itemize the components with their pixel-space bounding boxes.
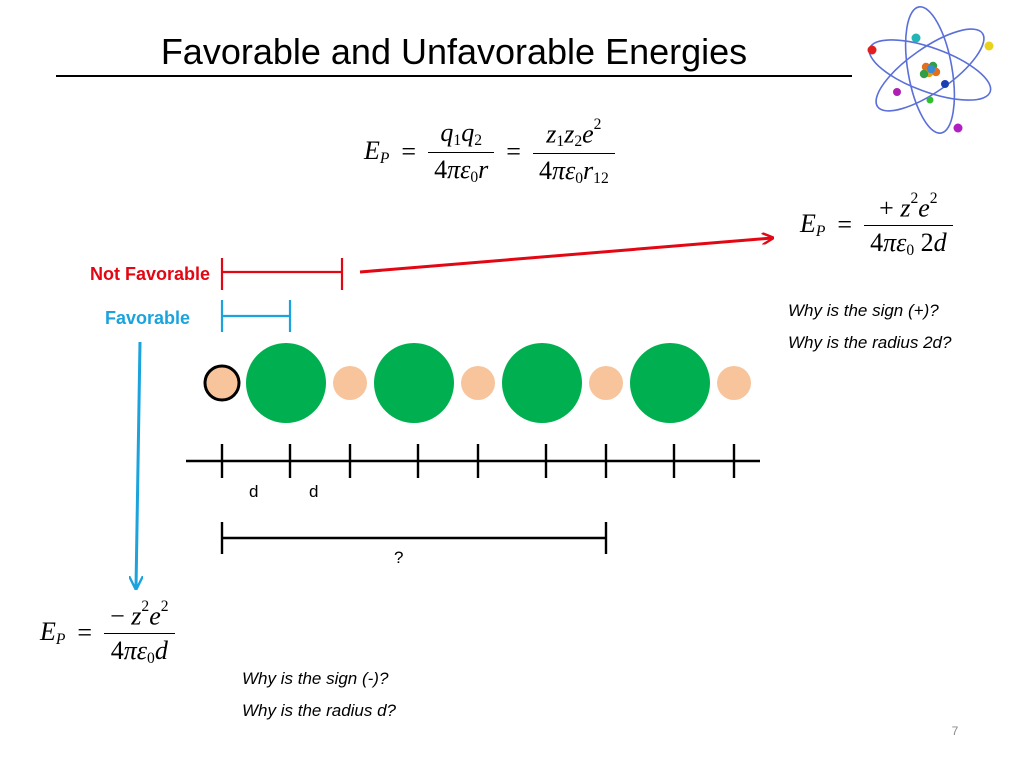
not-favorable-bracket [220, 258, 344, 290]
large-ion [630, 343, 710, 423]
bottom-question-radius: Why is the radius d? [242, 701, 397, 720]
tick-label-d-second: d [309, 482, 319, 501]
not-favorable-arrow [359, 238, 772, 274]
tick-label-d-first: d [249, 482, 259, 501]
large-ion [502, 343, 582, 423]
distance-axis [186, 444, 760, 478]
small-ion [461, 366, 495, 400]
large-ion [374, 343, 454, 423]
small-ion [717, 366, 751, 400]
favorable-label: Favorable [104, 308, 190, 328]
small-ion [589, 366, 623, 400]
not-favorable-label: Not Favorable [89, 264, 210, 284]
span-unknown-label: ? [394, 548, 404, 567]
right-question-sign: Why is the sign (+)? [788, 301, 939, 320]
slide-title: Favorable and Unfavorable Energies [160, 31, 748, 72]
title-underline [56, 75, 852, 77]
small-ion [333, 366, 367, 400]
right-question-radius: Why is the radius 2d? [788, 333, 952, 352]
unknown-span-bracket [220, 522, 608, 554]
large-ion [246, 343, 326, 423]
page-number: 7 [951, 724, 959, 738]
favorable-arrow [136, 341, 140, 588]
bottom-question-sign: Why is the sign (-)? [242, 669, 389, 688]
favorable-bracket [220, 300, 292, 332]
reference-small-ion [203, 364, 241, 402]
